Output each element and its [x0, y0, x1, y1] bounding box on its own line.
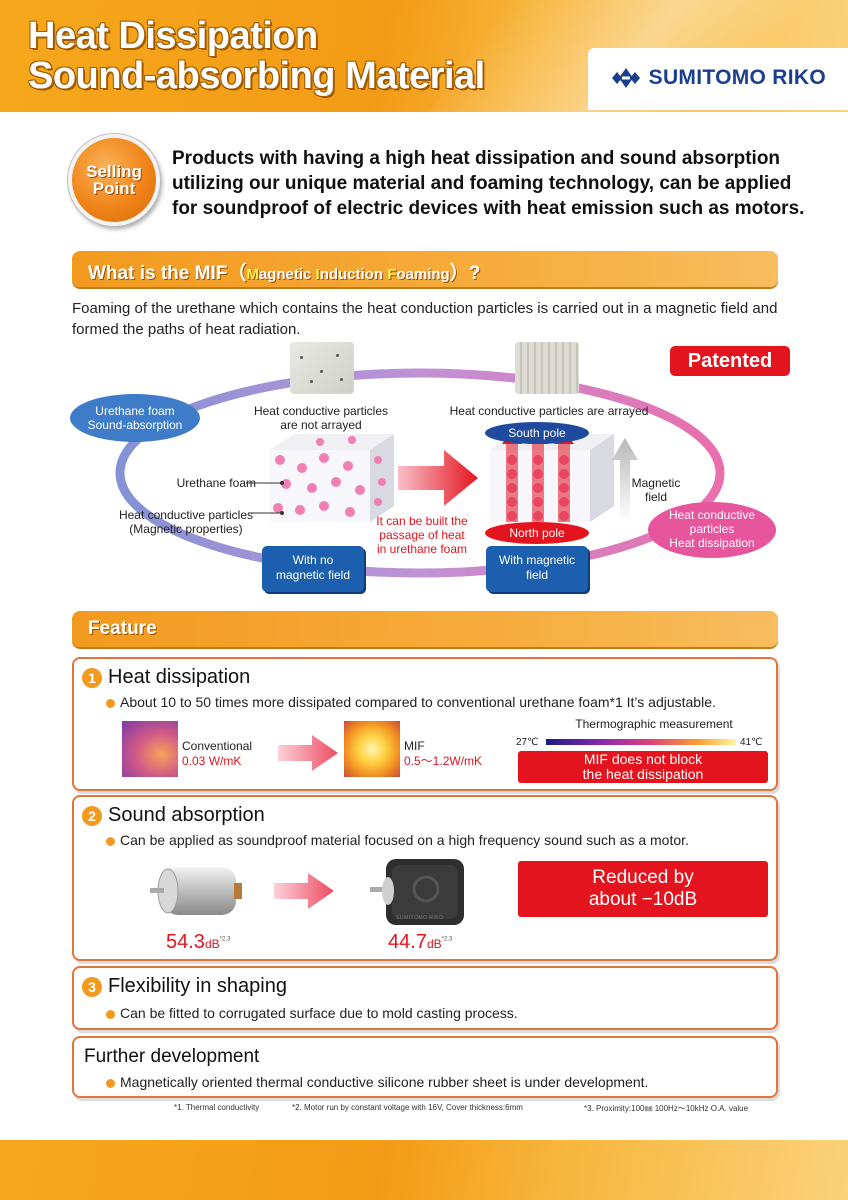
thermo-image-conventional — [122, 721, 178, 777]
thermo-max-label: 41℃ — [740, 737, 763, 748]
comparison-arrow-icon — [274, 873, 334, 909]
bullet-icon — [106, 837, 115, 846]
foam-sample-photo-unaligned — [290, 342, 354, 394]
cover-embossed-text: SUMITOMO RIKO — [396, 915, 444, 921]
title-line-2: Sound-absorbing Material — [28, 55, 485, 97]
further-development-title: Further development — [84, 1046, 260, 1067]
bullet-icon — [106, 1010, 115, 1019]
thermo-image-mif — [344, 721, 400, 777]
urethane-foam-label: Urethane foam — [176, 476, 256, 490]
footnote-1: *1. Thermal conductivity — [174, 1103, 260, 1112]
feature-title: Heat dissipation — [108, 666, 251, 688]
process-arrow-icon — [398, 450, 478, 506]
badge-line-1: Selling — [86, 162, 142, 181]
after-db-value: 44.7dB*2,3 — [388, 931, 453, 953]
bullet-icon — [106, 1079, 115, 1088]
further-development-text: Magnetically oriented thermal conductive… — [120, 1074, 649, 1090]
feature-bullet-text: Can be fitted to corrugated surface due … — [120, 1005, 518, 1021]
particles-label: Heat conductive particles(Magnetic prope… — [118, 508, 254, 536]
page-title: Heat Dissipation Sound-absorbing Materia… — [28, 16, 485, 96]
feature-heat-dissipation: 1 Heat dissipation About 10 to 50 times … — [72, 657, 778, 791]
comparison-arrow-icon — [278, 735, 338, 771]
footnote-3: *3. Proximity:100㎜ 100Hz〜10kHz O.A. valu… — [584, 1104, 749, 1113]
feature-bullet-text: About 10 to 50 times more dissipated com… — [120, 694, 716, 710]
bullet-icon — [106, 699, 115, 708]
company-logo: SUMITOMO RIKO — [611, 66, 826, 90]
feature-heading: Feature — [88, 618, 157, 639]
selling-point-text: Products with having a high heat dissipa… — [172, 148, 805, 219]
feature-bullet-text: Can be applied as soundproof material fo… — [120, 832, 689, 848]
south-pole-label: South pole — [485, 422, 589, 444]
logo-text: SUMITOMO RIKO — [648, 66, 826, 89]
patented-badge: Patented — [670, 346, 790, 376]
urethane-leader-line — [246, 481, 284, 485]
north-pole-label: North pole — [485, 522, 589, 544]
thermo-min-label: 27℃ — [516, 737, 539, 748]
before-db-value: 54.3dB*2,3 — [166, 931, 231, 953]
feature-number-2: 2 — [82, 806, 102, 826]
feature-number-3: 3 — [82, 977, 102, 997]
foam-sample-photo-aligned — [515, 342, 579, 394]
mif-section-header: What is the MIF（Magnetic Induction Foami… — [72, 251, 778, 287]
feature-sound-absorption: 2 Sound absorption Can be applied as sou… — [72, 795, 778, 961]
sumitomo-riko-mark-icon — [611, 68, 640, 88]
feature-section-header: Feature — [72, 611, 778, 647]
feature-flexibility: 3 Flexibility in shaping Can be fitted t… — [72, 966, 778, 1030]
urethane-cube-no-field — [270, 434, 394, 522]
magnetic-field-arrow-icon — [612, 438, 638, 522]
arrayed-caption: Heat conductive particles are arrayed — [449, 404, 649, 418]
footnote-2: *2. Motor run by constant voltage with 1… — [292, 1103, 523, 1112]
particles-leader-line — [248, 511, 284, 515]
feature-title: Sound absorption — [108, 804, 265, 826]
badge-line-2: Point — [92, 179, 136, 198]
urethane-cube-with-field — [490, 430, 614, 522]
feature-title: Flexibility in shaping — [108, 975, 287, 997]
motor-photo — [150, 867, 242, 915]
feature-number-1: 1 — [82, 668, 102, 688]
footer-banner — [0, 1140, 848, 1200]
mif-description: Foaming of the urethane which contains t… — [72, 300, 778, 338]
covered-motor-photo — [370, 859, 464, 925]
thermo-scale-title: Thermographic measurement — [575, 717, 733, 731]
thermo-color-scale — [546, 739, 736, 745]
mif-heading: What is the MIF（Magnetic Induction Foami… — [88, 263, 481, 284]
title-line-1: Heat Dissipation — [28, 15, 318, 57]
process-cycle-ellipse — [115, 368, 725, 578]
further-development-box: Further development Magnetically oriente… — [72, 1036, 778, 1098]
